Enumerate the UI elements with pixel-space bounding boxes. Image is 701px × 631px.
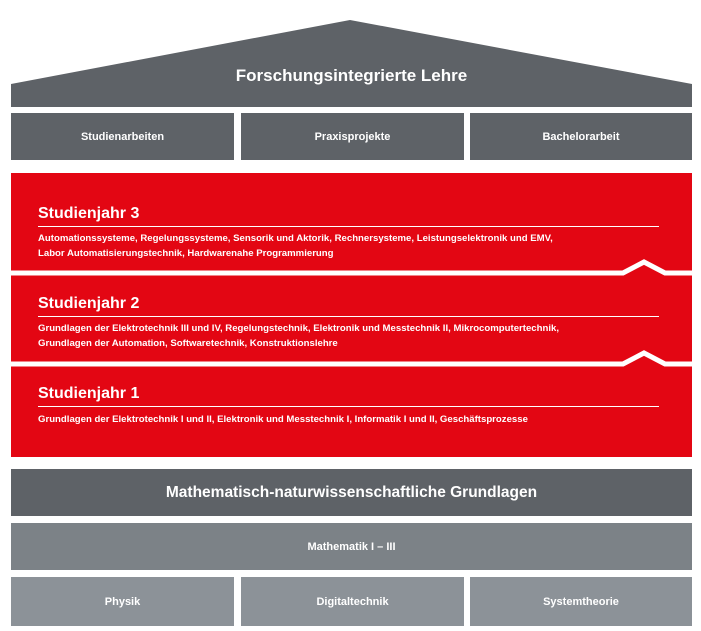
roof-title: Forschungsintegrierte Lehre [235,66,468,85]
box-mathematik: Mathematik I – III [11,523,692,570]
year-1-rule [38,406,659,407]
year-2-rule [38,316,659,317]
year-3-line-2: Labor Automatisierungstechnik, Hardwaren… [38,248,334,259]
year-3-description: Automationssysteme, Regelungssysteme, Se… [38,231,678,261]
box-systemtheorie: Systemtheorie [470,577,692,626]
year-separators [11,259,692,367]
foundation-title: Mathematisch-naturwissenschaftliche Grun… [11,469,692,516]
year-1-title: Studienjahr 1 [38,385,140,402]
year-3-line-1: Automationssysteme, Regelungssysteme, Se… [38,233,553,244]
year-1-line-1: Grundlagen der Elektrotechnik I und II, … [38,414,528,425]
year-1-description: Grundlagen der Elektrotechnik I und II, … [38,412,678,427]
box-praxisprojekte: Praxisprojekte [241,113,464,160]
year-2-line-2: Grundlagen der Automation, Softwaretechn… [38,338,338,349]
year-2-line-1: Grundlagen der Elektrotechnik III und IV… [38,323,560,334]
year-3-title: Studienjahr 3 [38,205,140,222]
box-physik: Physik [11,577,234,626]
year-2-title: Studienjahr 2 [38,295,140,312]
box-studienarbeiten: Studienarbeiten [11,113,234,160]
box-digitaltechnik: Digitaltechnik [241,577,464,626]
year-2-description: Grundlagen der Elektrotechnik III und IV… [38,321,678,351]
studienjahr-block [11,173,692,457]
year-3-rule [38,226,659,227]
box-bachelorarbeit: Bachelorarbeit [470,113,692,160]
